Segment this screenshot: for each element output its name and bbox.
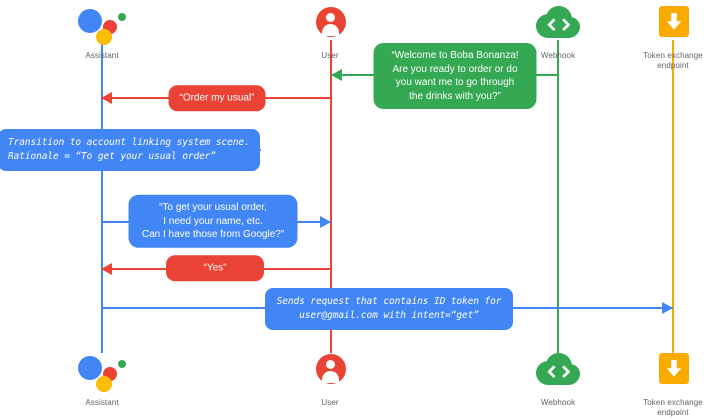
- actor-user-bottom: User: [270, 351, 390, 408]
- actor-label-webhook: Webhook: [540, 398, 576, 407]
- actor-label-user: User: [321, 51, 339, 60]
- actor-token-endpoint-top: Token exchange endpoint: [613, 4, 725, 71]
- message-need-your-name: “To get your usual order, I need your na…: [128, 194, 298, 248]
- cloud-code-icon: [530, 351, 586, 393]
- actor-label-webhook: Webhook: [540, 51, 576, 60]
- google-assistant-icon: [74, 4, 130, 46]
- actor-assistant-top: Assistant: [42, 4, 162, 61]
- actor-user-top: User: [270, 4, 390, 61]
- actor-webhook-bottom: Webhook: [498, 351, 618, 408]
- actor-label-assistant: Assistant: [85, 398, 119, 407]
- actor-label-user: User: [321, 398, 339, 407]
- download-box-icon: [645, 351, 701, 393]
- actor-label-assistant: Assistant: [85, 51, 119, 60]
- note-transition-system-scene: Transition to account linking system sce…: [0, 129, 260, 171]
- message-order-my-usual: “Order my usual”: [168, 85, 266, 111]
- lifeline-webhook: [557, 40, 559, 353]
- actor-assistant-bottom: Assistant: [42, 351, 162, 408]
- lifeline-token-exchange-endpoint: [672, 40, 674, 353]
- message-yes: “Yes”: [166, 255, 264, 281]
- note-sends-request: Sends request that contains ID token for…: [265, 288, 513, 330]
- user-avatar-icon: [302, 351, 358, 393]
- lifeline-assistant: [101, 40, 103, 353]
- actor-webhook-top: Webhook: [498, 4, 618, 61]
- message-welcome: “Welcome to Boba Bonanza! Are you ready …: [373, 43, 537, 109]
- actor-label-token-endpoint: Token exchange endpoint: [643, 398, 703, 417]
- lifeline-user: [330, 40, 332, 353]
- actor-token-endpoint-bottom: Token exchange endpoint: [613, 351, 725, 418]
- cloud-code-icon: [530, 4, 586, 46]
- download-box-icon: [645, 4, 701, 46]
- user-avatar-icon: [302, 4, 358, 46]
- google-assistant-icon: [74, 351, 130, 393]
- actor-label-token-endpoint: Token exchange endpoint: [643, 51, 703, 70]
